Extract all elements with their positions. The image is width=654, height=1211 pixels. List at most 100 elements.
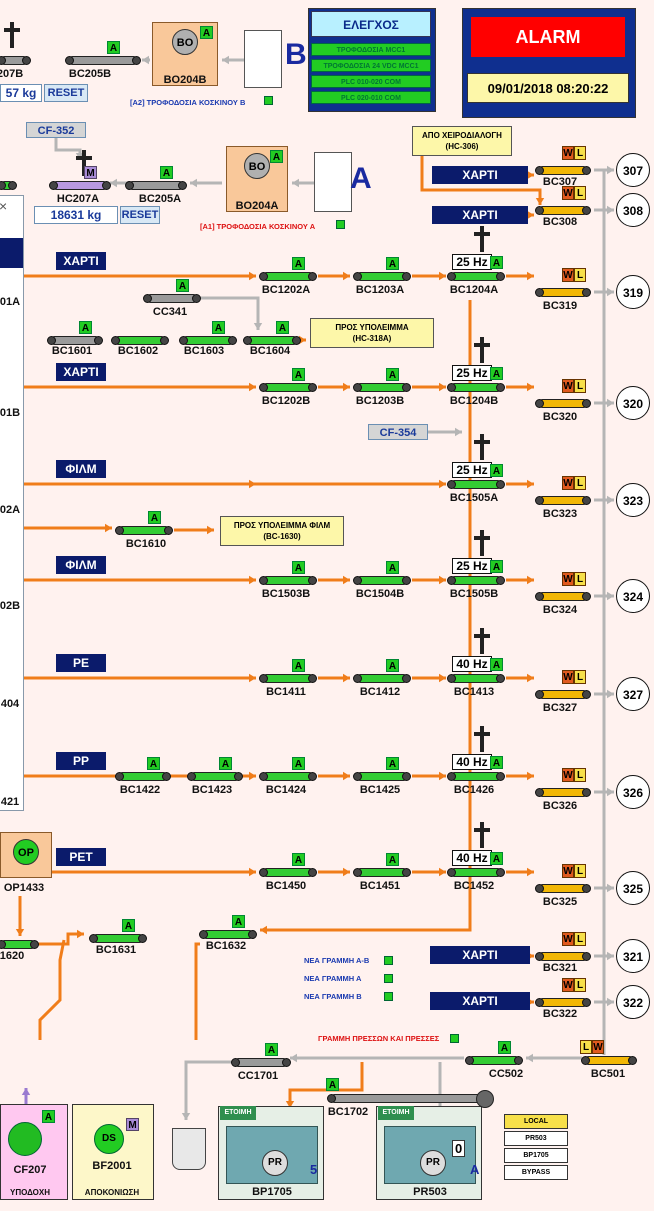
conv-bc307[interactable] <box>535 166 591 175</box>
overlay-close-icon[interactable]: × <box>0 198 8 214</box>
line-to-323-arrow <box>607 495 614 505</box>
feeder-b-indicator[interactable] <box>264 96 273 105</box>
new-line-indicator-1[interactable] <box>384 974 393 983</box>
hz-row-4: 40 Hz <box>452 656 492 672</box>
conv-bc1610[interactable] <box>115 526 173 535</box>
conv-bc321[interactable] <box>535 952 591 961</box>
destination-324[interactable]: 324 <box>616 579 650 613</box>
destination-308[interactable]: 308 <box>616 193 650 227</box>
conv-bc1424[interactable] <box>259 772 317 781</box>
conv-bc319[interactable] <box>535 288 591 297</box>
conv-bc1504b[interactable] <box>353 576 411 585</box>
conv-cc502[interactable] <box>465 1056 523 1065</box>
control-status-1[interactable]: ΤΡΟΦΟΔΟΣΙΑ 24 VDC MCC1 <box>311 59 431 72</box>
destination-323[interactable]: 323 <box>616 483 650 517</box>
alarm-button[interactable]: ALARM <box>471 17 625 57</box>
conv-bc501[interactable] <box>581 1056 637 1065</box>
conv-bc1601[interactable] <box>47 336 103 345</box>
conv-bc1425[interactable] <box>353 772 411 781</box>
flow-row-6-b-arrow <box>343 867 350 877</box>
control-status-0[interactable]: ΤΡΟΦΟΔΟΣΙΑ MCC1 <box>311 43 431 56</box>
conv-bc1202a[interactable] <box>259 272 317 281</box>
destination-319[interactable]: 319 <box>616 275 650 309</box>
conv-bc308[interactable] <box>535 206 591 215</box>
overlay-panel[interactable]: × <box>0 195 24 811</box>
conv-bc1452[interactable] <box>447 868 505 877</box>
conv-bc1702[interactable] <box>327 1094 489 1103</box>
conv-bc1203a[interactable] <box>353 272 411 281</box>
crane-icon-b <box>4 22 20 48</box>
legend-0[interactable]: LOCAL <box>504 1114 568 1129</box>
bo204b-box[interactable]: BO <box>152 22 218 86</box>
feeder-b-reset-button[interactable]: RESET <box>44 84 88 102</box>
conv-bc1505a[interactable] <box>447 480 505 489</box>
note-bc1630-l1: ΠΡΟΣ ΥΠΟΛΕΙΜΜΑ ΦΙΛΜ <box>233 521 331 530</box>
destination-327[interactable]: 327 <box>616 677 650 711</box>
conv-bc325[interactable] <box>535 884 591 893</box>
destination-325[interactable]: 325 <box>616 871 650 905</box>
legend-2[interactable]: BP1705 <box>504 1148 568 1163</box>
conv-bc320[interactable] <box>535 399 591 408</box>
conv-bc1203b[interactable] <box>353 383 411 392</box>
conv-bc1423[interactable] <box>187 772 243 781</box>
conv-bc1450[interactable] <box>259 868 317 877</box>
conv-bc1204b[interactable] <box>447 383 505 392</box>
destination-307[interactable]: 307 <box>616 153 650 187</box>
conv-bc1413[interactable] <box>447 674 505 683</box>
feeder-a-reset-button[interactable]: RESET <box>120 206 160 224</box>
conv-bc1620[interactable] <box>0 940 39 949</box>
conv-bc1505b[interactable] <box>447 576 505 585</box>
left-partial-5: 421 <box>0 796 20 808</box>
conv-bc1412[interactable] <box>353 674 411 683</box>
control-status-3[interactable]: PLC 020-010 COM <box>311 91 431 104</box>
conv-bc1631[interactable] <box>89 934 147 943</box>
legend-1[interactable]: PR503 <box>504 1131 568 1146</box>
press-line-indicator[interactable] <box>450 1034 459 1043</box>
waste-cart-icon[interactable] <box>172 1128 206 1170</box>
conv-bc322[interactable] <box>535 998 591 1007</box>
conv-bc205a-label: BC205A <box>138 193 182 205</box>
conv-bc1602-label: BC1602 <box>117 345 159 357</box>
conv-bc1426[interactable] <box>447 772 505 781</box>
material-row-4: PE <box>56 654 106 672</box>
destination-321[interactable]: 321 <box>616 939 650 973</box>
conv-bc1411[interactable] <box>259 674 317 683</box>
press2-letter: A <box>470 1162 480 1177</box>
conv-bc323[interactable] <box>535 496 591 505</box>
destination-326[interactable]: 326 <box>616 775 650 809</box>
destination-320[interactable]: 320 <box>616 386 650 420</box>
conv-cc341[interactable] <box>143 294 201 303</box>
conv-bc1602[interactable] <box>111 336 169 345</box>
l-badge: L <box>574 932 586 946</box>
conv-bc1451[interactable] <box>353 868 411 877</box>
crane-icon-row-2 <box>474 434 490 460</box>
conv-bc1604[interactable] <box>243 336 301 345</box>
conv-left-a[interactable] <box>0 181 17 190</box>
conv-bc326[interactable] <box>535 788 591 797</box>
conv-bc205b[interactable] <box>65 56 141 65</box>
flow-row-5-a-arrow <box>249 771 256 781</box>
conv-bc1632[interactable] <box>199 930 257 939</box>
conv-hc207a[interactable] <box>49 181 111 190</box>
conv-bc1603[interactable] <box>179 336 237 345</box>
conv-cc1701[interactable] <box>231 1058 291 1067</box>
material-paper-321: ΧΑΡΤΙ <box>430 946 530 964</box>
l-badge: L <box>574 864 586 878</box>
legend-3[interactable]: BYPASS <box>504 1165 568 1180</box>
conv-bc1204a[interactable] <box>447 272 505 281</box>
new-line-indicator-0[interactable] <box>384 956 393 965</box>
op-box[interactable]: OP <box>0 832 52 878</box>
conv-bc327[interactable] <box>535 690 591 699</box>
conv-bc324[interactable] <box>535 592 591 601</box>
conv-207b[interactable] <box>0 56 31 65</box>
conv-bc1503b[interactable] <box>259 576 317 585</box>
control-status-2[interactable]: PLC 010-020 COM <box>311 75 431 88</box>
l-badge: L <box>580 1040 592 1054</box>
destination-322[interactable]: 322 <box>616 985 650 1019</box>
feeder-a-indicator[interactable] <box>336 220 345 229</box>
conv-bc1422[interactable] <box>115 772 171 781</box>
new-line-label-0: ΝΕΑ ΓΡΑΜΜΗ Α-Β <box>304 956 370 965</box>
new-line-indicator-2[interactable] <box>384 992 393 1001</box>
conv-bc205a[interactable] <box>125 181 187 190</box>
conv-bc1202b[interactable] <box>259 383 317 392</box>
